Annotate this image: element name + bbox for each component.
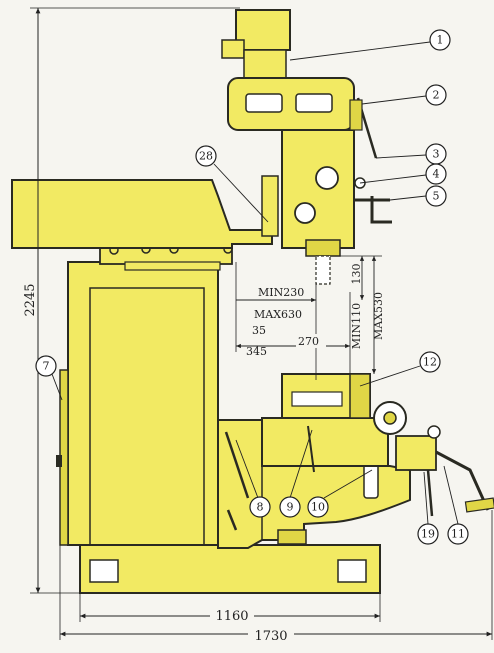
belt-housing-window-1 <box>245 93 283 113</box>
dim-bg-1730 <box>248 625 294 643</box>
callout-label-19: 19 <box>421 528 435 541</box>
base-pocket-left <box>89 559 119 583</box>
machine-ram <box>11 179 273 249</box>
knee-leadscrew <box>277 529 307 545</box>
table-lock-handle <box>307 425 315 473</box>
callout-label-2: 2 <box>433 89 440 102</box>
knee-lock-handle-1 <box>224 431 250 499</box>
callout-bubble-19 <box>417 523 439 545</box>
callout-bubble-10 <box>307 496 329 518</box>
callout-leader-28 <box>213 163 269 223</box>
crank-grip <box>464 497 494 513</box>
callout-bubble-5 <box>425 185 447 207</box>
callout-label-28: 28 <box>199 150 213 163</box>
callout-label-3: 3 <box>433 148 440 161</box>
column-side-panel <box>59 369 69 546</box>
knee-lock-handle-2 <box>226 509 238 531</box>
callout-leader-11 <box>443 465 459 525</box>
column-neck <box>124 261 221 271</box>
feed-dial <box>294 202 316 224</box>
belt-housing-window-2 <box>295 93 333 113</box>
callout-bubble-1 <box>429 29 451 51</box>
dim-text-1730: 1730 <box>254 629 287 644</box>
callout-bubble-7 <box>35 355 57 377</box>
column-handle <box>56 455 62 467</box>
callout-bubble-12 <box>419 351 441 373</box>
feed-box <box>395 435 437 471</box>
callout-label-11: 11 <box>451 528 465 541</box>
dim-text-2245: 2245 <box>23 283 38 316</box>
saddle <box>261 417 389 467</box>
callout-bubble-2 <box>425 84 447 106</box>
ram-clamp <box>261 175 279 237</box>
callout-bubble-11 <box>447 523 469 545</box>
dim-text-1160: 1160 <box>215 609 248 624</box>
quill-housing <box>305 239 341 257</box>
saddle-handwheel-hub <box>383 411 397 425</box>
dim-text-min230: MIN230 <box>258 286 304 299</box>
machine-base <box>79 544 381 594</box>
dim-text-max630: MAX630 <box>254 308 302 321</box>
callout-leader-4 <box>359 174 427 184</box>
callout-bubble-9 <box>279 496 301 518</box>
dim-bg-1160 <box>210 606 254 624</box>
callout-label-1: 1 <box>437 34 444 47</box>
callout-label-5: 5 <box>433 190 440 203</box>
callout-leader-10 <box>323 469 373 499</box>
dim-text-345: 345 <box>246 345 267 358</box>
feed-knob <box>427 425 441 439</box>
callout-bubble-28 <box>195 145 217 167</box>
callout-leader-3 <box>375 154 427 159</box>
callout-bubble-8 <box>249 496 271 518</box>
motor-top-cap <box>235 9 291 51</box>
callout-label-8: 8 <box>257 501 264 514</box>
handwheel-lever-arm <box>370 196 392 224</box>
crank-handle <box>435 450 490 511</box>
dim-bg-270 <box>296 334 326 348</box>
callout-label-10: 10 <box>311 501 325 514</box>
dim-text-35: 35 <box>252 324 266 337</box>
callout-label-12: 12 <box>423 356 437 369</box>
head-body <box>281 129 355 249</box>
spindle-nose <box>315 255 331 285</box>
head-lever-grip <box>349 99 363 131</box>
callout-label-4: 4 <box>433 168 440 181</box>
motor-neck <box>243 49 287 79</box>
dim-text-min110: MIN110 <box>350 303 363 349</box>
callout-leader-7 <box>51 373 63 401</box>
callout-label-9: 9 <box>287 501 294 514</box>
base-pocket-right <box>337 559 367 583</box>
table-slot <box>291 391 343 407</box>
callout-leader-2 <box>361 95 427 105</box>
table-clamp <box>349 373 371 419</box>
callout-leader-19 <box>423 471 429 525</box>
quill-dial <box>315 166 339 190</box>
callout-leader-8 <box>235 439 259 499</box>
callout-leader-12 <box>359 365 421 387</box>
motor-side <box>221 39 245 59</box>
machine-column <box>67 261 219 546</box>
dim-text-270: 270 <box>298 335 319 348</box>
callout-label-7: 7 <box>43 360 50 373</box>
dim-text-130: 130 <box>350 264 363 285</box>
callout-leader-9 <box>289 429 313 499</box>
feed-lever <box>426 469 434 517</box>
callout-leader-1 <box>289 41 431 61</box>
column-door <box>89 287 205 546</box>
dim-text-max530: MAX530 <box>372 292 385 340</box>
callout-leader-5 <box>389 195 427 201</box>
callout-bubble-4 <box>425 163 447 185</box>
